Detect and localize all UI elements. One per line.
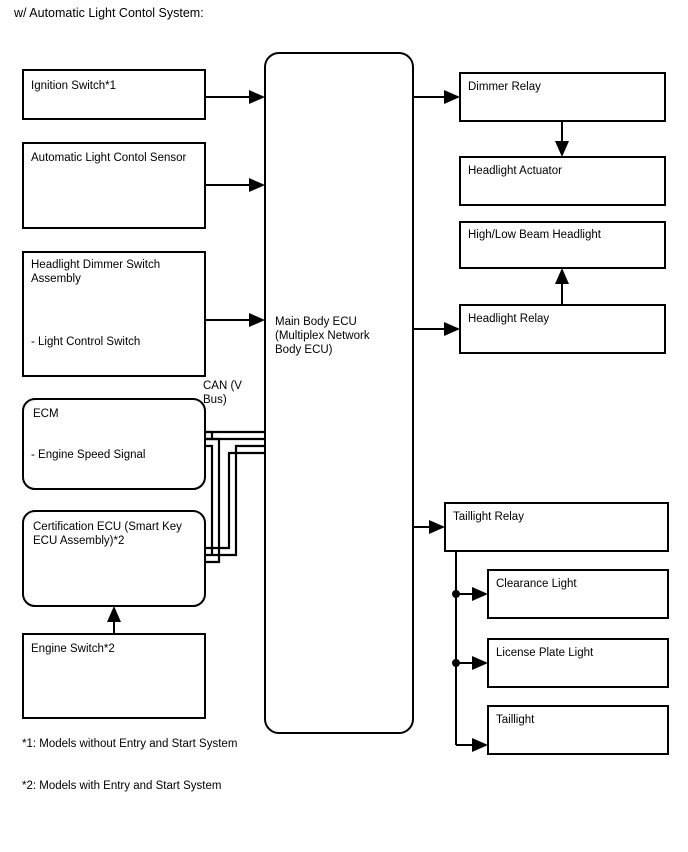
can-bus-label-line1: CAN (V [203, 380, 242, 392]
can-bus-label-line2: Bus) [203, 394, 227, 406]
can-bus-label: CAN (V Bus) [203, 380, 242, 406]
node-headlight-dimmer-switch-assembly[interactable]: Headlight Dimmer Switch Assembly - Light… [22, 251, 206, 377]
connector-ecu-to-dimmer-relay [413, 90, 460, 104]
main-body-ecu-label-line1: Main Body ECU [275, 316, 357, 328]
can-bus-riser [205, 430, 221, 564]
headlight-actuator-box[interactable] [459, 156, 666, 206]
node-headlight-relay[interactable]: Headlight Relay [459, 304, 666, 354]
headlight-relay-label: Headlight Relay [468, 313, 549, 325]
taillight-relay-box[interactable] [444, 502, 669, 552]
certification-ecu-label-line1: Certification ECU (Smart Key [33, 521, 182, 533]
engine-switch-box[interactable] [22, 633, 206, 719]
dimmer-switch-label-line3: - Light Control Switch [31, 336, 140, 348]
ecm-label-line1: ECM [33, 408, 59, 420]
clearance-light-box[interactable] [487, 569, 669, 619]
connector-dimmer-relay-to-actuator [555, 121, 569, 157]
node-high-low-beam-headlight[interactable]: High/Low Beam Headlight [459, 221, 666, 269]
ignition-switch-box[interactable] [22, 69, 206, 120]
node-engine-switch[interactable]: Engine Switch*2 [22, 633, 206, 719]
node-automatic-light-control-sensor[interactable]: Automatic Light Contol Sensor [22, 142, 206, 229]
main-body-ecu-label-line3: Body ECU) [275, 344, 333, 356]
headlight-relay-box[interactable] [459, 304, 666, 354]
connector-ecu-to-headlight-relay [413, 322, 460, 336]
main-body-ecu-label-line2: (Multiplex Network [275, 330, 370, 342]
dimmer-switch-label-line1: Headlight Dimmer Switch [31, 259, 160, 271]
node-ecm[interactable]: ECM - Engine Speed Signal [22, 398, 206, 490]
ignition-switch-label: Ignition Switch*1 [31, 80, 116, 92]
connector-sensor-to-ecu [205, 178, 265, 192]
connector-dimmer-switch-to-ecu [205, 313, 265, 327]
taillight-label: Taillight [496, 714, 535, 726]
auto-light-sensor-box[interactable] [22, 142, 206, 229]
node-ignition-switch[interactable]: Ignition Switch*1 [22, 69, 206, 120]
auto-light-sensor-label: Automatic Light Contol Sensor [31, 152, 187, 164]
node-main-body-ecu[interactable]: Main Body ECU (Multiplex Network Body EC… [264, 52, 414, 734]
node-dimmer-relay[interactable]: Dimmer Relay [459, 72, 666, 122]
node-certification-ecu[interactable]: Certification ECU (Smart Key ECU Assembl… [22, 510, 206, 607]
dimmer-relay-label: Dimmer Relay [468, 81, 541, 93]
connector-ecu-to-taillight-relay [413, 520, 445, 534]
connector-engine-switch-to-certification-ecu [107, 606, 121, 634]
high-low-beam-headlight-label: High/Low Beam Headlight [468, 229, 602, 241]
license-plate-light-label: License Plate Light [496, 647, 594, 659]
main-body-ecu-box[interactable] [264, 52, 414, 734]
license-plate-light-box[interactable] [487, 638, 669, 688]
taillight-distribution-bus [452, 551, 488, 752]
node-license-plate-light[interactable]: License Plate Light [487, 638, 669, 688]
taillight-box[interactable] [487, 705, 669, 755]
footnote-2: *2: Models with Entry and Start System [22, 780, 221, 792]
node-taillight[interactable]: Taillight [487, 705, 669, 755]
node-headlight-actuator[interactable]: Headlight Actuator [459, 156, 666, 206]
engine-switch-label: Engine Switch*2 [31, 643, 115, 655]
headlight-actuator-label: Headlight Actuator [468, 165, 562, 177]
clearance-light-label: Clearance Light [496, 578, 577, 590]
certification-ecu-label-line2: ECU Assembly)*2 [33, 535, 124, 547]
dimmer-switch-box[interactable] [22, 251, 206, 377]
footnote-1: *1: Models without Entry and Start Syste… [22, 738, 237, 750]
dimmer-switch-label-line2: Assembly [31, 273, 81, 285]
ecm-box[interactable] [22, 398, 206, 490]
node-clearance-light[interactable]: Clearance Light [487, 569, 669, 619]
connector-ignition-to-ecu [205, 90, 265, 104]
ecm-label-line2: - Engine Speed Signal [31, 449, 145, 461]
can-bus-certification-branch [205, 444, 265, 557]
connector-headlight-relay-to-beam [555, 268, 569, 305]
high-low-beam-headlight-box[interactable] [459, 221, 666, 269]
taillight-relay-label: Taillight Relay [453, 511, 524, 523]
node-taillight-relay[interactable]: Taillight Relay [444, 502, 669, 552]
page-title: w/ Automatic Light Contol System: [13, 6, 204, 20]
